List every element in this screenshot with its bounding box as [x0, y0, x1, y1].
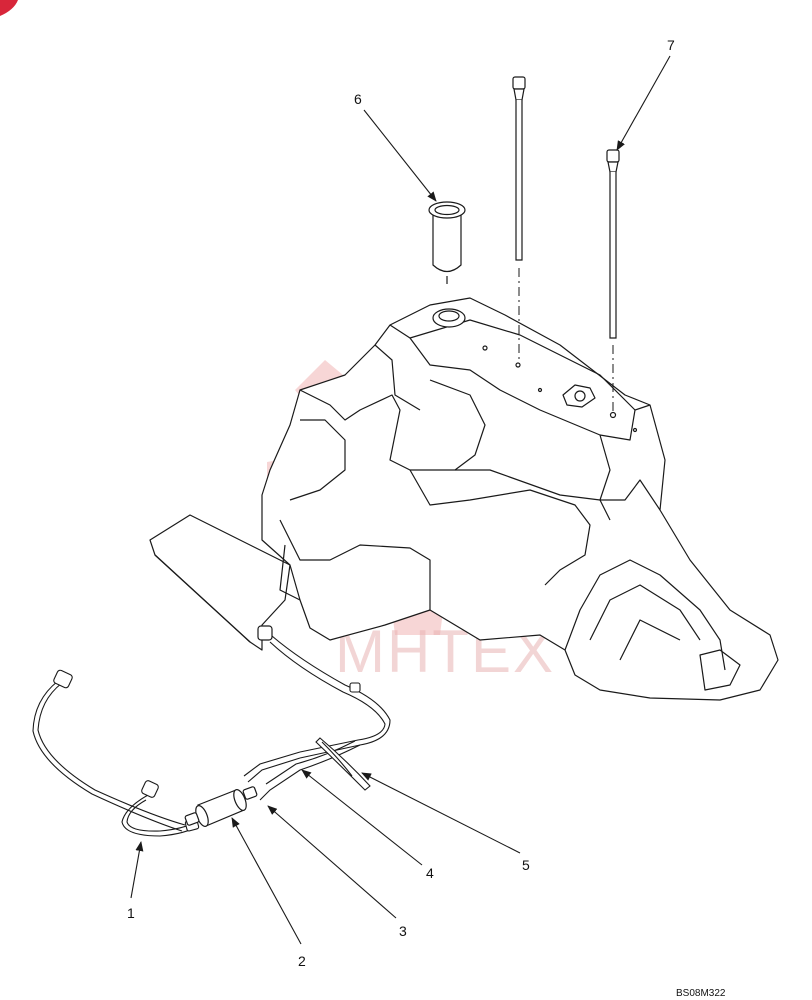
corner-badge	[0, 0, 18, 16]
leader-4	[301, 769, 423, 866]
callout-2: 2	[298, 953, 306, 969]
fuel-tank	[149, 297, 779, 701]
leader-1	[130, 841, 144, 899]
callout-7: 7	[667, 37, 675, 53]
callout-5: 5	[522, 857, 530, 873]
callout-6: 6	[354, 91, 362, 107]
inline-fuel-filter	[184, 786, 258, 827]
fuel-pickup-tube	[512, 76, 526, 261]
leader-2	[231, 817, 302, 945]
callout-4: 4	[426, 865, 434, 881]
callout-1: 1	[127, 905, 135, 921]
leader-lines	[130, 55, 671, 945]
figure-id: BS08M322	[676, 988, 726, 999]
filler-strainer	[428, 201, 466, 284]
callout-3: 3	[399, 923, 407, 939]
fuel-return-tube	[606, 149, 620, 339]
leader-3	[267, 805, 397, 919]
leader-5	[361, 772, 521, 854]
leader-6	[363, 109, 437, 202]
fuel-lines	[32, 635, 391, 837]
leader-7	[616, 55, 671, 151]
